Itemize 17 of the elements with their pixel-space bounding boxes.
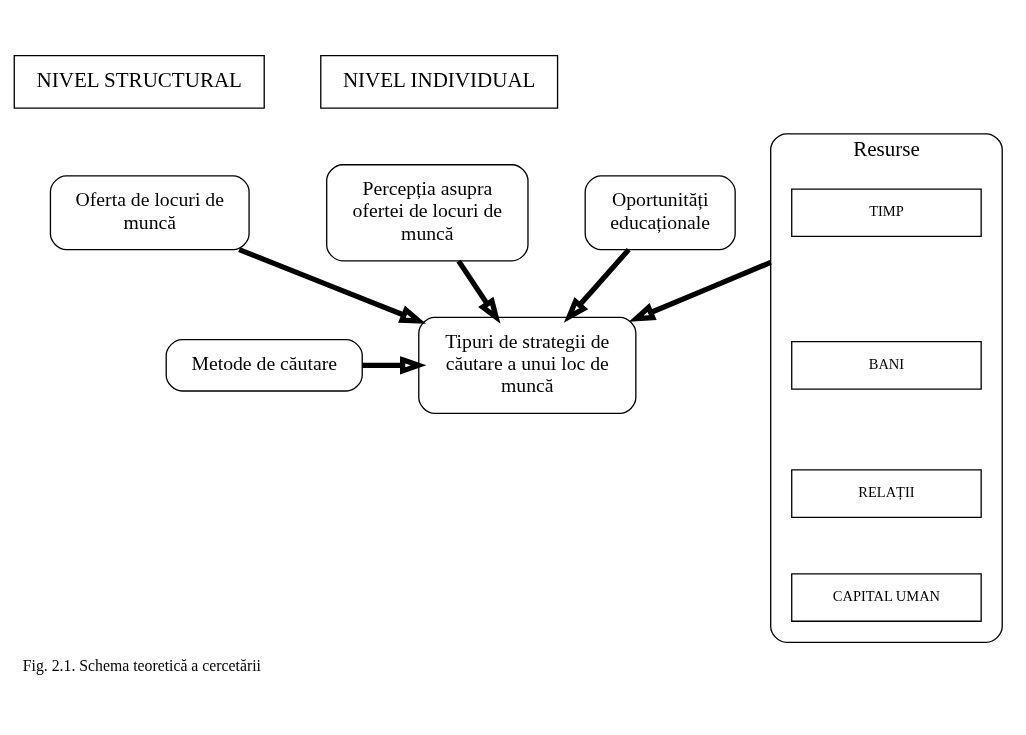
node-box: NIVEL INDIVIDUAL bbox=[319, 54, 558, 109]
arrow bbox=[456, 259, 500, 324]
node-box: Percepția asupra ofertei de locuri de muncă bbox=[325, 163, 529, 261]
node-box: TIMP bbox=[790, 187, 982, 237]
arrow bbox=[628, 259, 772, 322]
node-box: RELAȚII bbox=[790, 468, 982, 518]
node-box: Metode de căutare bbox=[165, 338, 363, 392]
node-box: Oportunități educaționale bbox=[584, 174, 736, 250]
node-box: NIVEL STRUCTURAL bbox=[13, 54, 265, 109]
caption: Fig. 2.1. Schema teoretică a cercetării bbox=[22, 656, 261, 674]
node-box: CAPITAL UMAN bbox=[790, 572, 982, 622]
node-box: BANI bbox=[790, 340, 982, 390]
node-box: Oferta de locuri de muncă bbox=[49, 174, 250, 250]
arrow bbox=[563, 247, 631, 323]
arrow bbox=[237, 246, 426, 324]
node-box: Tipuri de strategii de căutare a unui loc de muncă bbox=[417, 316, 636, 414]
arrow bbox=[361, 355, 426, 375]
